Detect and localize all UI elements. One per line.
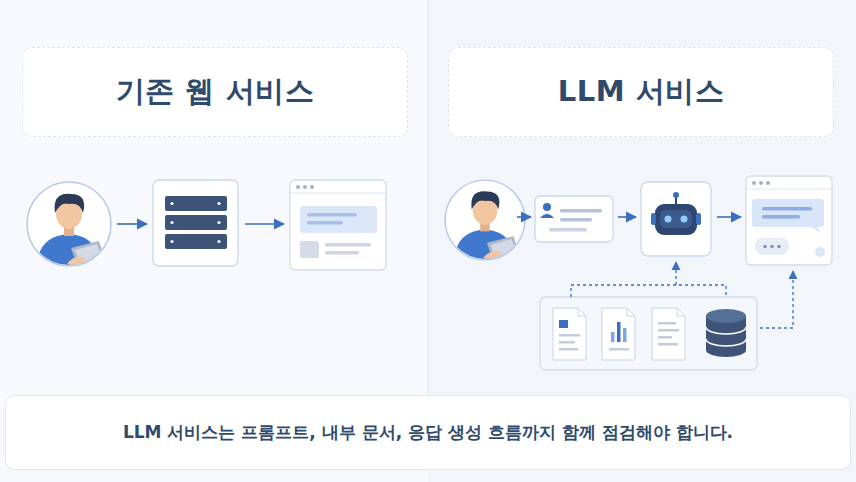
- server-box-part: [165, 215, 227, 230]
- prompt-card-part: [560, 218, 592, 222]
- internal-docs-box-part: [611, 332, 615, 342]
- server-box-part: [217, 221, 220, 224]
- prompt-card-part: [535, 196, 613, 242]
- server-box-part: [170, 221, 173, 224]
- server-box-part: [170, 202, 173, 205]
- internal-docs-box-part: [578, 308, 586, 316]
- flow-arrow: [245, 223, 284, 225]
- browser-window-part: [325, 243, 371, 247]
- browser-window-part: [300, 206, 377, 233]
- browser-window-part: [325, 251, 359, 255]
- internal-docs-box-part: [623, 328, 627, 342]
- server-box-part: [170, 240, 173, 243]
- browser-window-part: [310, 185, 314, 189]
- chat-window-part: [752, 199, 824, 233]
- internal-docs-box-part: [559, 348, 578, 351]
- prompt-card-part: [549, 228, 587, 232]
- prompt-card-part: [540, 214, 554, 218]
- llm-robot-box-part: [641, 182, 711, 256]
- browser-window-part: [300, 241, 319, 258]
- flow-arrow: [117, 223, 147, 225]
- user-avatar: [445, 180, 525, 262]
- box-text: LLM 서비스: [558, 72, 724, 112]
- llm-robot-box-part: [696, 213, 701, 225]
- internal-docs-box-part: [617, 322, 621, 342]
- chat-window-part: [815, 247, 825, 257]
- browser-window-part: [290, 193, 386, 194]
- llm-robot-box-part: [675, 197, 677, 204]
- server-box-part: [217, 240, 220, 243]
- box-text: 기존 웹 서비스: [116, 72, 314, 112]
- internal-docs-box-part: [559, 320, 568, 328]
- browser-window-part: [296, 185, 300, 189]
- panel-title-box: LLM 서비스: [448, 47, 834, 137]
- internal-docs-box-part: [706, 339, 746, 346]
- chat-window-part: [777, 245, 781, 249]
- server-box: [153, 180, 238, 266]
- llm-robot-box-part: [665, 216, 672, 223]
- summary-box: LLM 서비스는 프롬프트, 내부 문서, 응답 생성 흐름까지 함께 점검해야…: [5, 395, 851, 470]
- internal-docs-box-part: [658, 322, 676, 325]
- prompt-card-part: [560, 209, 602, 213]
- panel-divider: [428, 0, 429, 395]
- chat-window-part: [762, 215, 800, 219]
- chat-window-part: [763, 245, 767, 249]
- llm-robot-box-part: [651, 213, 656, 225]
- internal-docs-box-part: [677, 308, 685, 316]
- internal-docs-box-part: [706, 327, 746, 334]
- chat-window-part: [746, 176, 832, 265]
- internal-docs-box-part: [540, 297, 757, 370]
- internal-docs-box-part: [658, 343, 678, 346]
- box-text: LLM 서비스는 프롬프트, 내부 문서, 응답 생성 흐름까지 함께 점검해야…: [123, 421, 733, 444]
- prompt-card-part: [543, 203, 551, 211]
- retrieval-arrow: [760, 271, 793, 328]
- chat-window: [746, 176, 832, 265]
- chat-window-part: [755, 238, 789, 255]
- panel-title-box: 기존 웹 서비스: [22, 47, 408, 137]
- internal-docs-box-part: [553, 308, 586, 360]
- internal-docs-box-part: [609, 348, 629, 351]
- browser-window-part: [290, 180, 386, 270]
- llm-robot-box: [641, 182, 711, 256]
- chat-window-part: [766, 181, 770, 185]
- llm-robot-box-part: [681, 216, 688, 223]
- user-avatar: [27, 182, 111, 268]
- internal-docs-box-part: [627, 308, 635, 316]
- retrieval-arrow: [675, 262, 676, 285]
- flow-arrow: [618, 216, 636, 218]
- prompt-card: [535, 196, 613, 242]
- browser-window-part: [307, 221, 343, 225]
- server-box-part: [153, 180, 238, 266]
- llm-robot-box-part: [673, 192, 679, 198]
- browser-window-part: [307, 213, 357, 217]
- flow-arrow: [717, 216, 741, 218]
- internal-docs-box: [540, 297, 757, 370]
- browser-window-part: [303, 185, 307, 189]
- internal-docs-box-part: [602, 308, 635, 360]
- chat-window-part: [759, 181, 763, 185]
- server-box-part: [165, 196, 227, 211]
- server-box-part: [165, 234, 227, 249]
- internal-docs-box-part: [559, 341, 575, 344]
- flow-arrow: [517, 216, 531, 218]
- chat-window-part: [762, 207, 812, 211]
- internal-docs-box-part: [658, 329, 679, 332]
- chat-window-part: [746, 189, 832, 190]
- internal-docs-box-part: [658, 336, 672, 339]
- chat-window-part: [752, 181, 756, 185]
- internal-docs-box-part: [706, 309, 746, 323]
- llm-robot-box-part: [655, 204, 697, 235]
- internal-docs-box-part: [652, 308, 685, 360]
- browser-window: [290, 180, 386, 270]
- chat-window-part: [770, 245, 774, 249]
- server-box-part: [217, 202, 220, 205]
- retrieval-line: [571, 285, 726, 297]
- llm-robot-box-part: [660, 210, 692, 228]
- internal-docs-box-part: [559, 334, 580, 337]
